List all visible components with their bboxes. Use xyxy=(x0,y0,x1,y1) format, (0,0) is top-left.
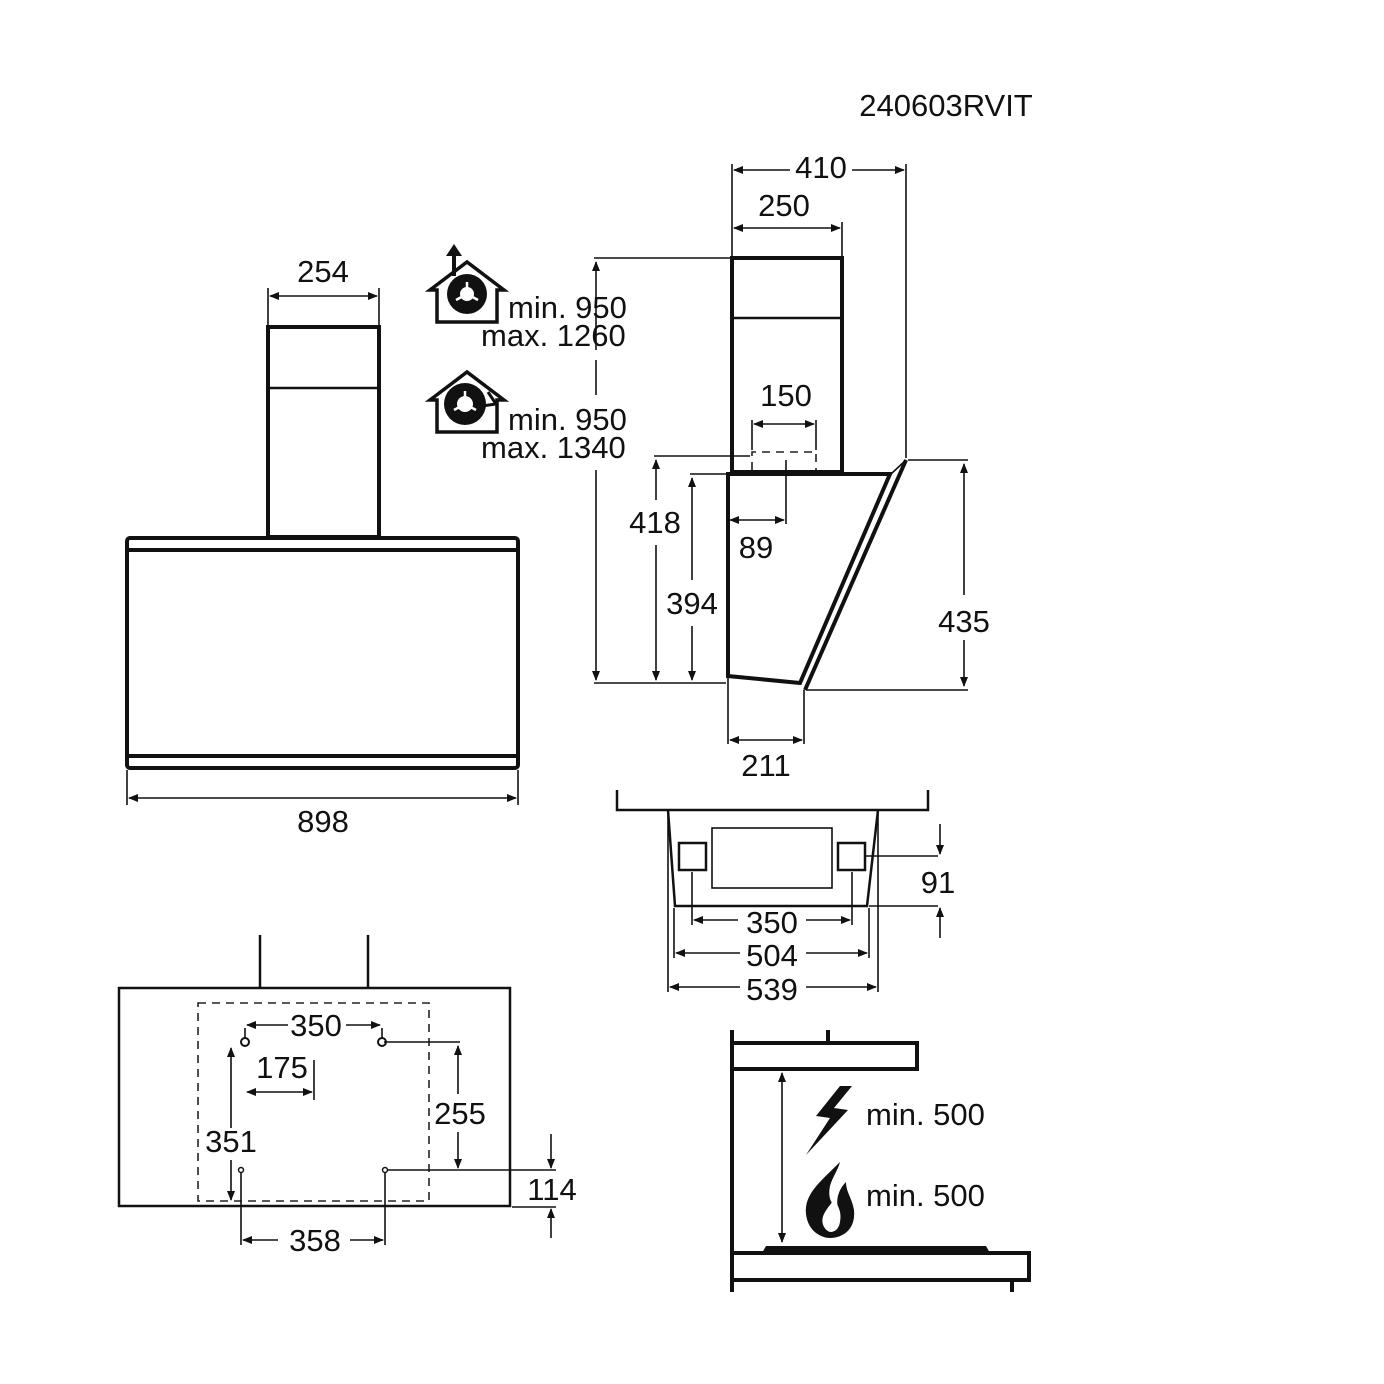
top-wall-line xyxy=(615,790,930,812)
dim-upper-hole-spacing: 350 xyxy=(290,1008,342,1043)
side-hood-body xyxy=(726,472,894,686)
front-chimney xyxy=(266,325,381,539)
dim-upper-to-lower: 255 xyxy=(434,1096,486,1131)
dim-height-435: 435 xyxy=(938,604,990,639)
dim-height-418: 418 xyxy=(629,505,681,540)
clearance-hob-surface xyxy=(762,1246,990,1253)
dim-lower-offset: 114 xyxy=(527,1172,576,1207)
top-bracket-right xyxy=(836,841,867,872)
electric-clearance: min. 500 xyxy=(866,1097,985,1132)
top-outlet-rect xyxy=(711,827,833,889)
side-glass-panel xyxy=(803,459,908,691)
dim-lower-hole-spacing: 358 xyxy=(289,1223,341,1258)
house-fan-recirculation-icon xyxy=(424,369,510,434)
front-hood-body xyxy=(125,536,520,770)
lower-hole-right xyxy=(381,1166,389,1174)
top-hood-outline xyxy=(666,809,880,908)
upper-hole-right xyxy=(377,1028,387,1047)
top-bracket-left xyxy=(677,841,708,872)
clearance-cooktop xyxy=(730,1251,1031,1282)
flame-icon xyxy=(805,1162,855,1238)
dim-chimney-depth: 250 xyxy=(758,188,810,223)
dim-chimney-width: 254 xyxy=(297,254,349,289)
gas-clearance: min. 500 xyxy=(866,1178,985,1213)
dim-bracket-spacing: 350 xyxy=(746,905,798,940)
upper-hole-left xyxy=(240,1028,250,1047)
wall-dashed-area xyxy=(197,1002,430,1202)
side-outlet-dashed xyxy=(751,451,817,470)
dim-height-394: 394 xyxy=(666,586,718,621)
wall-hood-outline xyxy=(117,986,512,1208)
front-view: 254 898 xyxy=(125,254,520,839)
dim-hood-width: 898 xyxy=(297,804,349,839)
recirculation-min: min. 950 xyxy=(508,402,627,437)
dim-outer-width: 539 xyxy=(746,972,798,1007)
side-view: 410 250 150 89 418 394 435 xyxy=(592,150,990,783)
dim-inner-width: 504 xyxy=(746,938,798,973)
recirculation-max: max. 1340 xyxy=(481,430,626,465)
side-glass-top xyxy=(890,459,907,475)
extraction-max: max. 1260 xyxy=(481,318,626,353)
dim-total-depth: 410 xyxy=(795,150,847,185)
extraction-note: min. 950 max. 1260 xyxy=(424,244,627,353)
clearance-view: min. 500 min. 500 xyxy=(730,1030,1031,1292)
recirculation-note: min. 950 max. 1340 xyxy=(424,369,627,465)
model-code: 240603RVIT xyxy=(859,88,1033,123)
extraction-min: min. 950 xyxy=(508,290,627,325)
clearance-hood xyxy=(730,1041,919,1071)
side-chimney xyxy=(730,256,844,474)
house-fan-extraction-icon xyxy=(424,244,510,324)
lightning-icon xyxy=(806,1086,852,1155)
lower-hole-left xyxy=(237,1166,245,1174)
wall-template: 350 175 351 255 358 114 xyxy=(117,935,577,1258)
dim-left-vertical: 351 xyxy=(205,1124,257,1159)
dim-bottom-depth: 211 xyxy=(741,748,790,783)
flame-icon-inner xyxy=(822,1198,841,1232)
dim-half-spacing: 175 xyxy=(256,1050,308,1085)
dim-outlet-offset: 89 xyxy=(739,530,773,565)
top-view: 91 350 504 539 xyxy=(615,790,955,1007)
dim-bracket-offset: 91 xyxy=(921,865,955,900)
dim-outlet-width: 150 xyxy=(760,378,812,413)
